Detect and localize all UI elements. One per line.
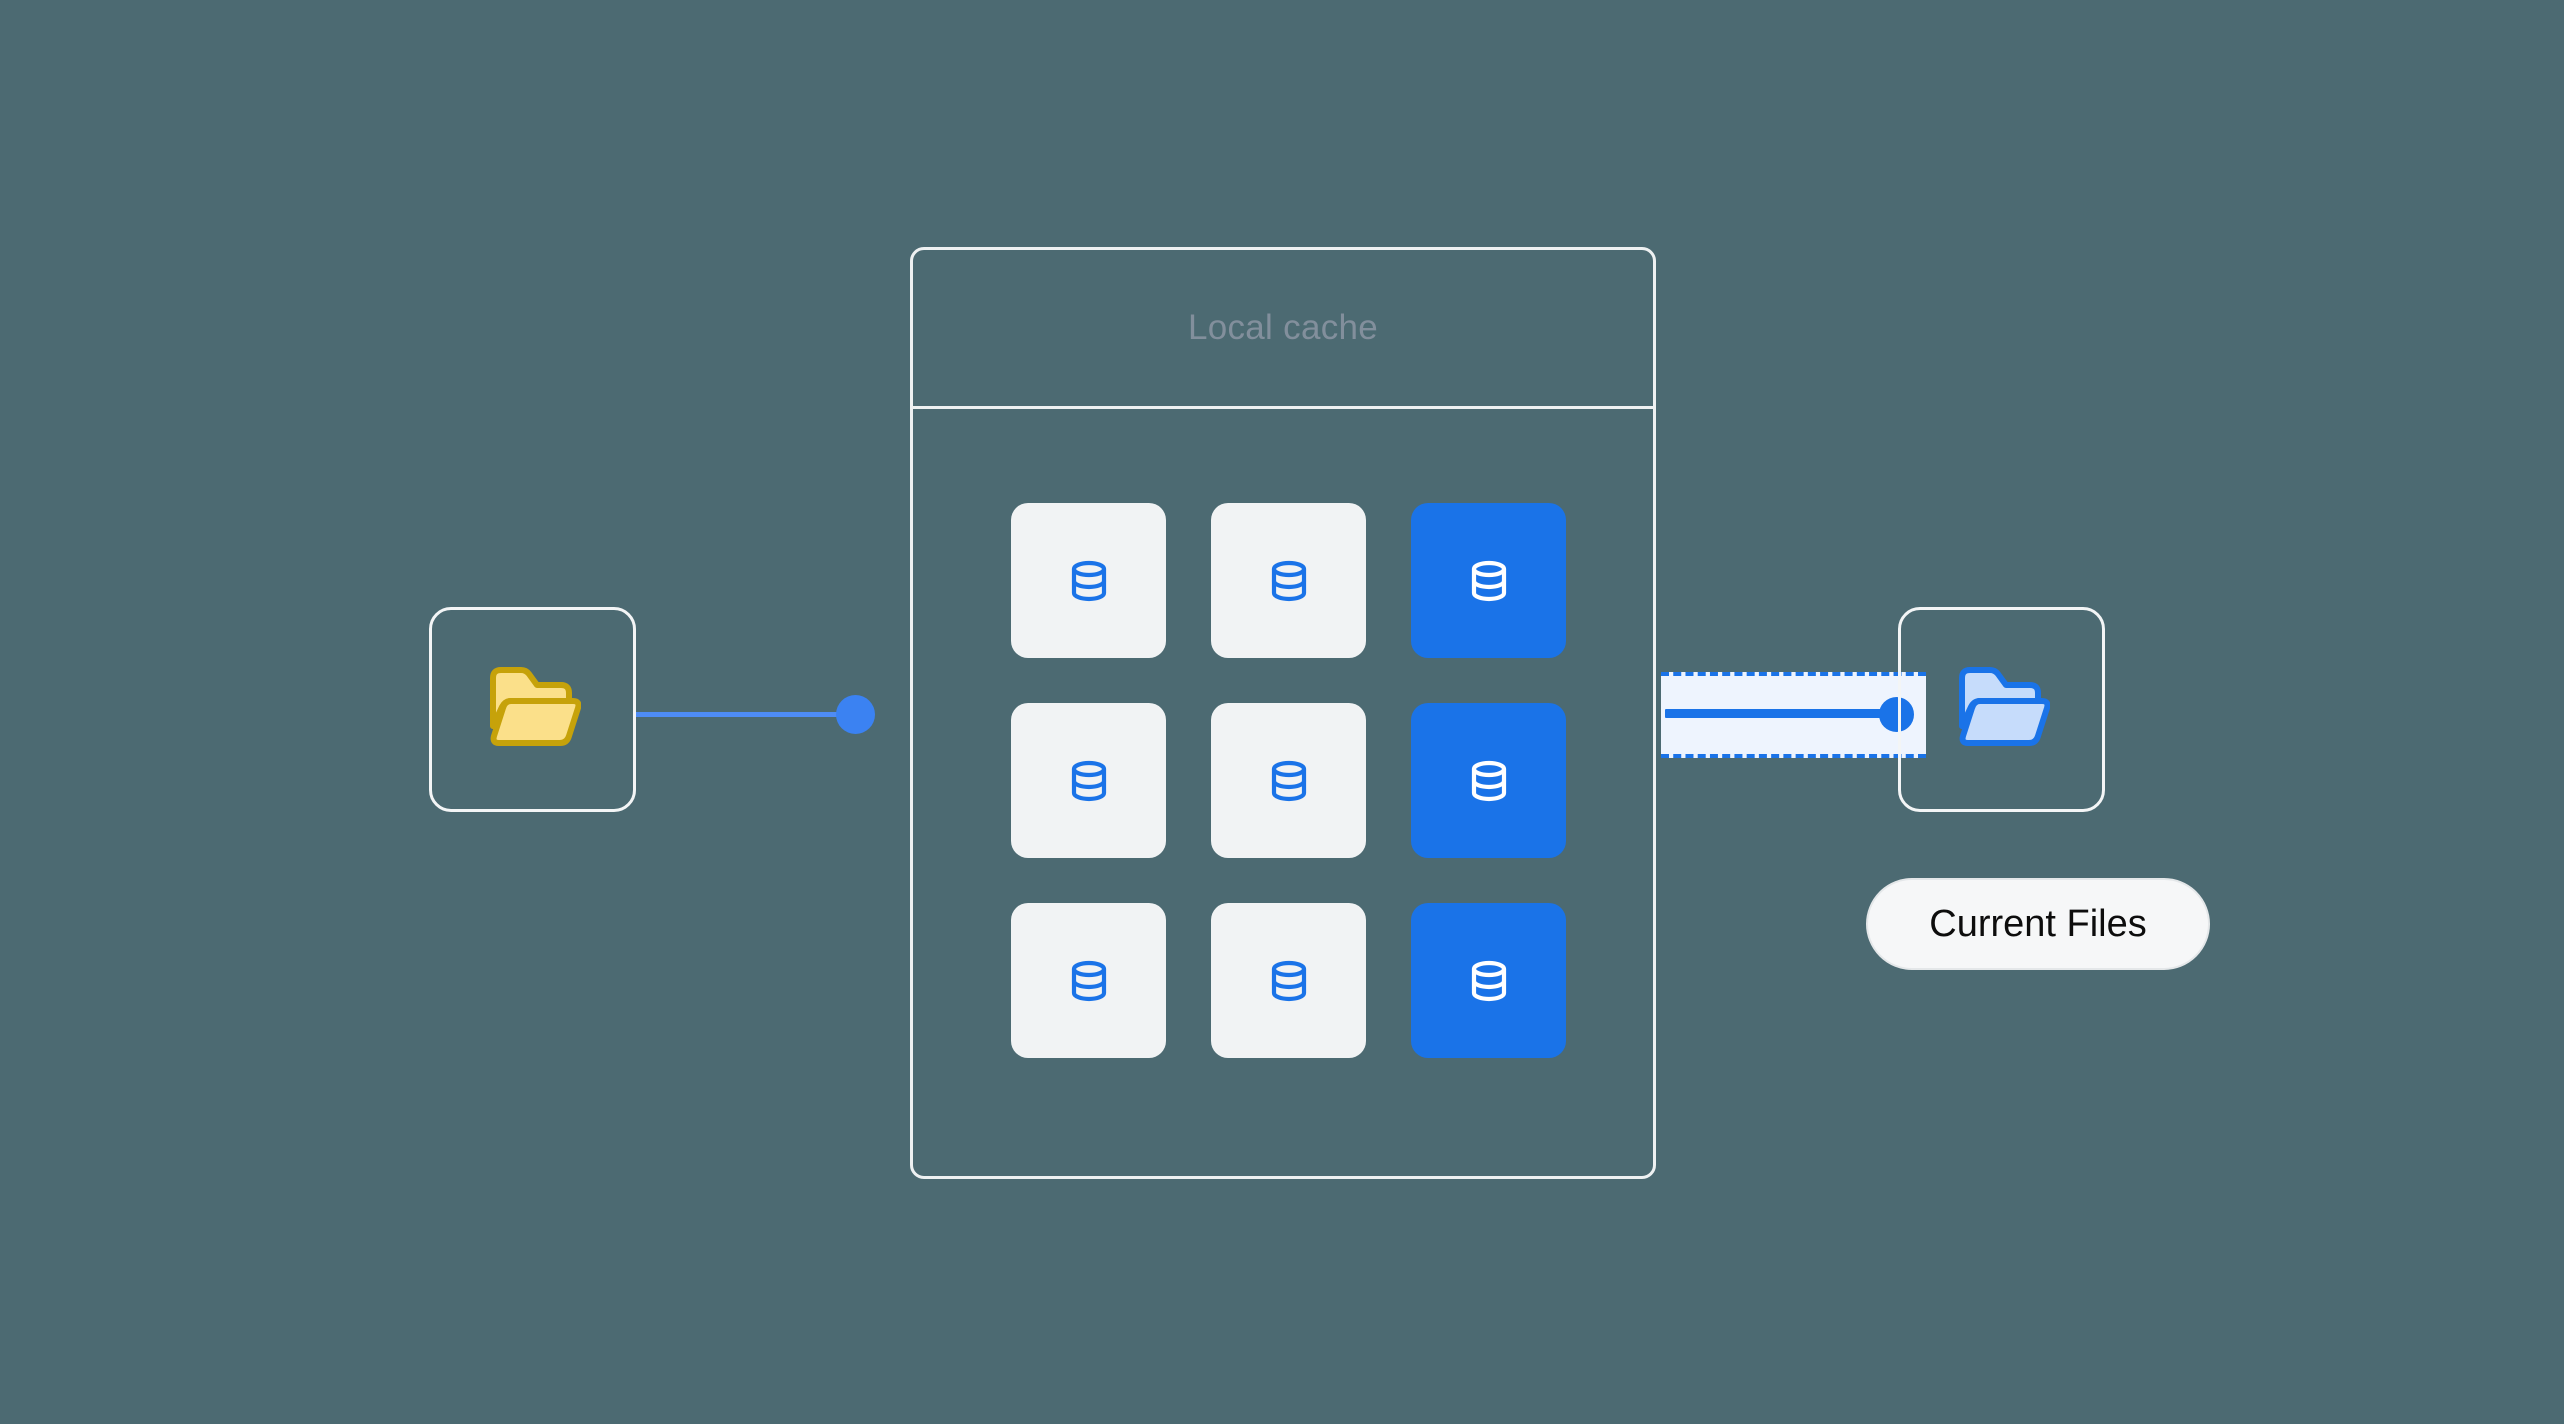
source-edge-line[interactable] — [636, 712, 858, 717]
local-cache-panel[interactable]: Local cache — [910, 247, 1656, 1179]
source-edge-endpoint-handle[interactable] — [836, 695, 875, 734]
database-tile-active[interactable] — [1411, 703, 1566, 858]
dest-edge-endpoint-handle[interactable] — [1879, 697, 1914, 732]
database-tile-active[interactable] — [1411, 503, 1566, 658]
database-icon — [1060, 752, 1118, 810]
database-icon — [1060, 552, 1118, 610]
database-tile[interactable] — [1011, 503, 1166, 658]
folder-open-blue-icon — [1954, 664, 2050, 755]
dest-edge-line[interactable] — [1665, 709, 1905, 718]
database-tile-active[interactable] — [1411, 903, 1566, 1058]
database-tile[interactable] — [1211, 703, 1366, 858]
database-tile-grid — [1011, 503, 1566, 1058]
database-icon — [1260, 952, 1318, 1010]
database-tile[interactable] — [1211, 903, 1366, 1058]
database-icon — [1460, 952, 1518, 1010]
database-tile[interactable] — [1211, 503, 1366, 658]
database-tile[interactable] — [1011, 903, 1166, 1058]
dest-node-label-pill[interactable]: Current Files — [1866, 878, 2210, 970]
source-folder-node[interactable] — [429, 607, 636, 812]
database-icon — [1460, 552, 1518, 610]
dest-node-label-text: Current Files — [1929, 902, 2147, 945]
local-cache-header-divider — [913, 406, 1653, 409]
local-cache-header: Local cache — [913, 250, 1653, 405]
dest-folder-node[interactable] — [1898, 607, 2105, 812]
database-icon — [1260, 552, 1318, 610]
database-icon — [1460, 752, 1518, 810]
database-icon — [1060, 952, 1118, 1010]
folder-open-yellow-icon — [485, 664, 581, 755]
database-icon — [1260, 752, 1318, 810]
database-tile[interactable] — [1011, 703, 1166, 858]
local-cache-title: Local cache — [1187, 307, 1379, 347]
